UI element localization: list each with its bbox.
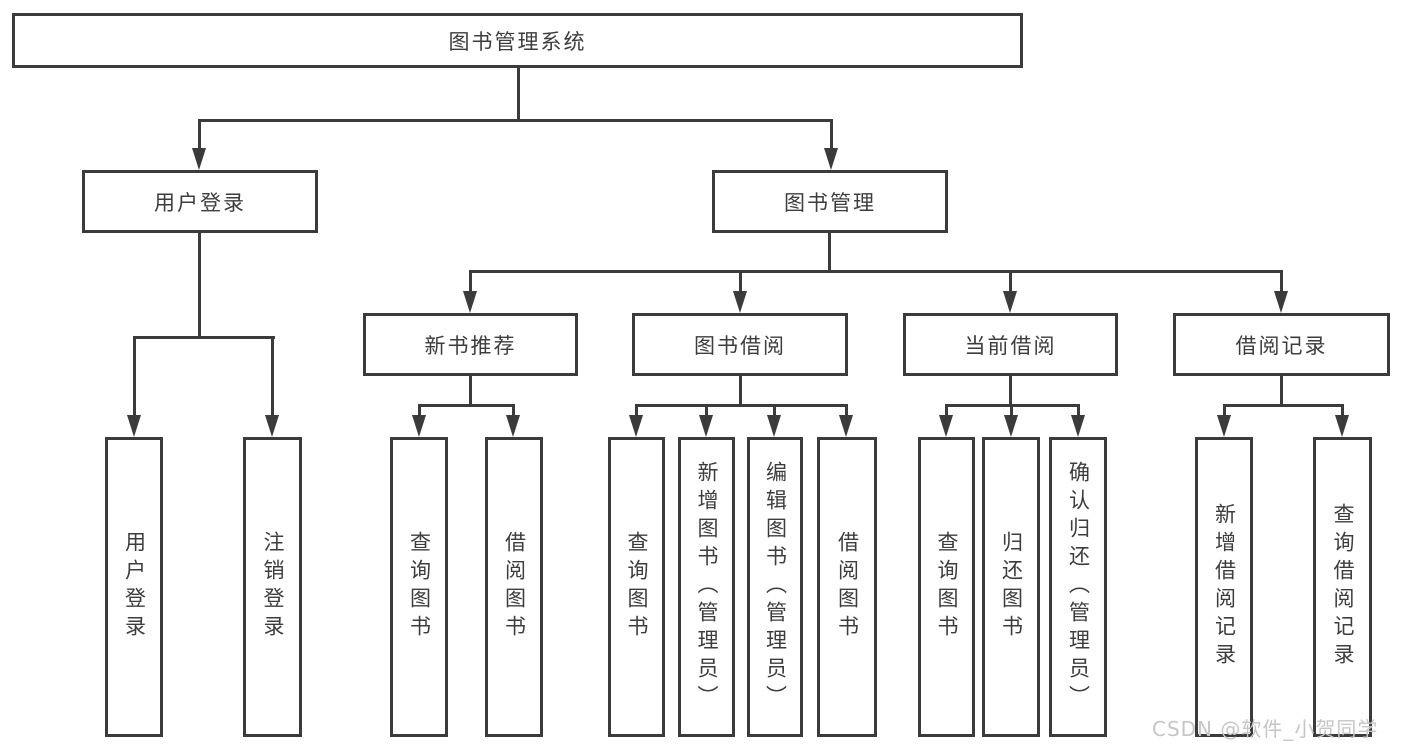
node-new-book-recommend-label: 新书推荐	[424, 333, 517, 358]
connector-line	[1223, 404, 1343, 407]
arrow-down-icon	[192, 148, 206, 170]
connector-line	[828, 231, 831, 272]
leaf-recommend-query-books-label: 查询图书	[407, 531, 432, 643]
leaf-recommend-borrow-books-label: 借阅图书	[502, 531, 527, 643]
connector-line	[517, 66, 520, 121]
leaf-borrow-borrow-books-label: 借阅图书	[835, 531, 860, 643]
connector-line	[705, 404, 708, 418]
leaf-recommend-borrow-books: 借阅图书	[485, 437, 543, 737]
leaf-user-login: 用户登录	[105, 437, 163, 737]
connector-line	[739, 270, 742, 293]
leaf-current-query-books: 查询图书	[918, 437, 975, 737]
connector-line	[739, 374, 742, 406]
arrow-down-icon	[1274, 291, 1288, 313]
connector-line	[133, 336, 275, 339]
leaf-logout-label: 注销登录	[261, 531, 285, 643]
node-current-borrow: 当前借阅	[903, 313, 1118, 376]
node-book-borrow: 图书借阅	[632, 313, 848, 376]
arrow-down-icon	[1335, 415, 1349, 437]
connector-line	[1341, 404, 1344, 418]
arrow-down-icon	[699, 415, 713, 437]
arrow-down-icon	[412, 415, 426, 437]
connector-line	[418, 404, 515, 407]
leaf-recommend-query-books: 查询图书	[390, 437, 448, 737]
node-borrow-records: 借阅记录	[1173, 313, 1390, 376]
leaf-current-return-books-label: 归还图书	[999, 531, 1024, 643]
leaf-borrow-edit-books-admin: 编辑图书（管理员）	[747, 437, 803, 737]
leaf-borrow-add-books-admin-label: 新增图书（管理员）	[695, 461, 719, 713]
connector-line	[1010, 404, 1013, 418]
connector-line	[198, 231, 201, 338]
node-current-borrow-label: 当前借阅	[964, 333, 1057, 358]
leaf-records-add-record-label: 新增借阅记录	[1212, 503, 1237, 671]
arrow-down-icon	[733, 291, 747, 313]
connector-line	[773, 404, 776, 418]
arrow-down-icon	[1071, 415, 1085, 437]
leaf-borrow-query-books-label: 查询图书	[625, 531, 649, 643]
connector-line	[1280, 374, 1283, 406]
leaf-current-query-books-label: 查询图书	[935, 531, 959, 643]
arrow-down-icon	[824, 148, 838, 170]
connector-line	[418, 404, 421, 418]
connector-line	[469, 270, 472, 293]
connector-line	[1009, 374, 1012, 406]
connector-line	[271, 336, 274, 417]
node-user-login-label: 用户登录	[154, 190, 246, 215]
connector-line	[469, 270, 1283, 273]
leaf-current-confirm-return-admin: 确认归还（管理员）	[1049, 437, 1107, 737]
leaf-borrow-query-books: 查询图书	[608, 437, 665, 737]
arrow-down-icon	[127, 415, 141, 437]
node-borrow-records-label: 借阅记录	[1235, 333, 1328, 358]
leaf-borrow-add-books-admin: 新增图书（管理员）	[678, 437, 735, 737]
leaf-borrow-borrow-books: 借阅图书	[817, 437, 877, 737]
arrow-down-icon	[767, 415, 781, 437]
arrow-down-icon	[506, 415, 520, 437]
arrow-down-icon	[1004, 415, 1018, 437]
arrow-down-icon	[939, 415, 953, 437]
connector-line	[512, 404, 515, 418]
leaf-records-query-record: 查询借阅记录	[1313, 437, 1372, 737]
connector-line	[1223, 404, 1226, 418]
leaf-user-login-label: 用户登录	[122, 531, 147, 643]
connector-line	[1280, 270, 1283, 293]
leaf-current-return-books: 归还图书	[982, 437, 1040, 737]
connector-line	[198, 119, 201, 151]
node-root-label: 图书管理系统	[448, 29, 587, 54]
leaf-borrow-edit-books-admin-label: 编辑图书（管理员）	[763, 461, 788, 713]
arrow-down-icon	[1217, 415, 1231, 437]
connector-line	[945, 404, 948, 418]
leaf-logout: 注销登录	[243, 437, 302, 737]
connector-line	[133, 336, 136, 417]
csdn-watermark: CSDN @软件_小贺同学	[1152, 717, 1379, 741]
node-root: 图书管理系统	[12, 13, 1023, 68]
arrow-down-icon	[463, 291, 477, 313]
arrow-down-icon	[839, 415, 853, 437]
connector-line	[198, 119, 832, 122]
arrow-down-icon	[265, 415, 279, 437]
connector-line	[845, 404, 848, 418]
leaf-current-confirm-return-admin-label: 确认归还（管理员）	[1066, 461, 1091, 713]
connector-line	[469, 374, 472, 406]
connector-line	[635, 404, 846, 407]
connector-line	[830, 119, 833, 151]
connector-line	[635, 404, 638, 418]
node-book-management-label: 图书管理	[784, 190, 876, 215]
connector-line	[1009, 270, 1012, 293]
connector-line	[1077, 404, 1080, 418]
leaf-records-query-record-label: 查询借阅记录	[1331, 503, 1355, 671]
node-user-login: 用户登录	[82, 170, 318, 233]
node-book-management: 图书管理	[712, 170, 948, 233]
leaf-records-add-record: 新增借阅记录	[1195, 437, 1253, 737]
arrow-down-icon	[1003, 291, 1017, 313]
node-book-borrow-label: 图书借阅	[694, 333, 786, 358]
arrow-down-icon	[629, 415, 643, 437]
node-new-book-recommend: 新书推荐	[363, 313, 578, 376]
